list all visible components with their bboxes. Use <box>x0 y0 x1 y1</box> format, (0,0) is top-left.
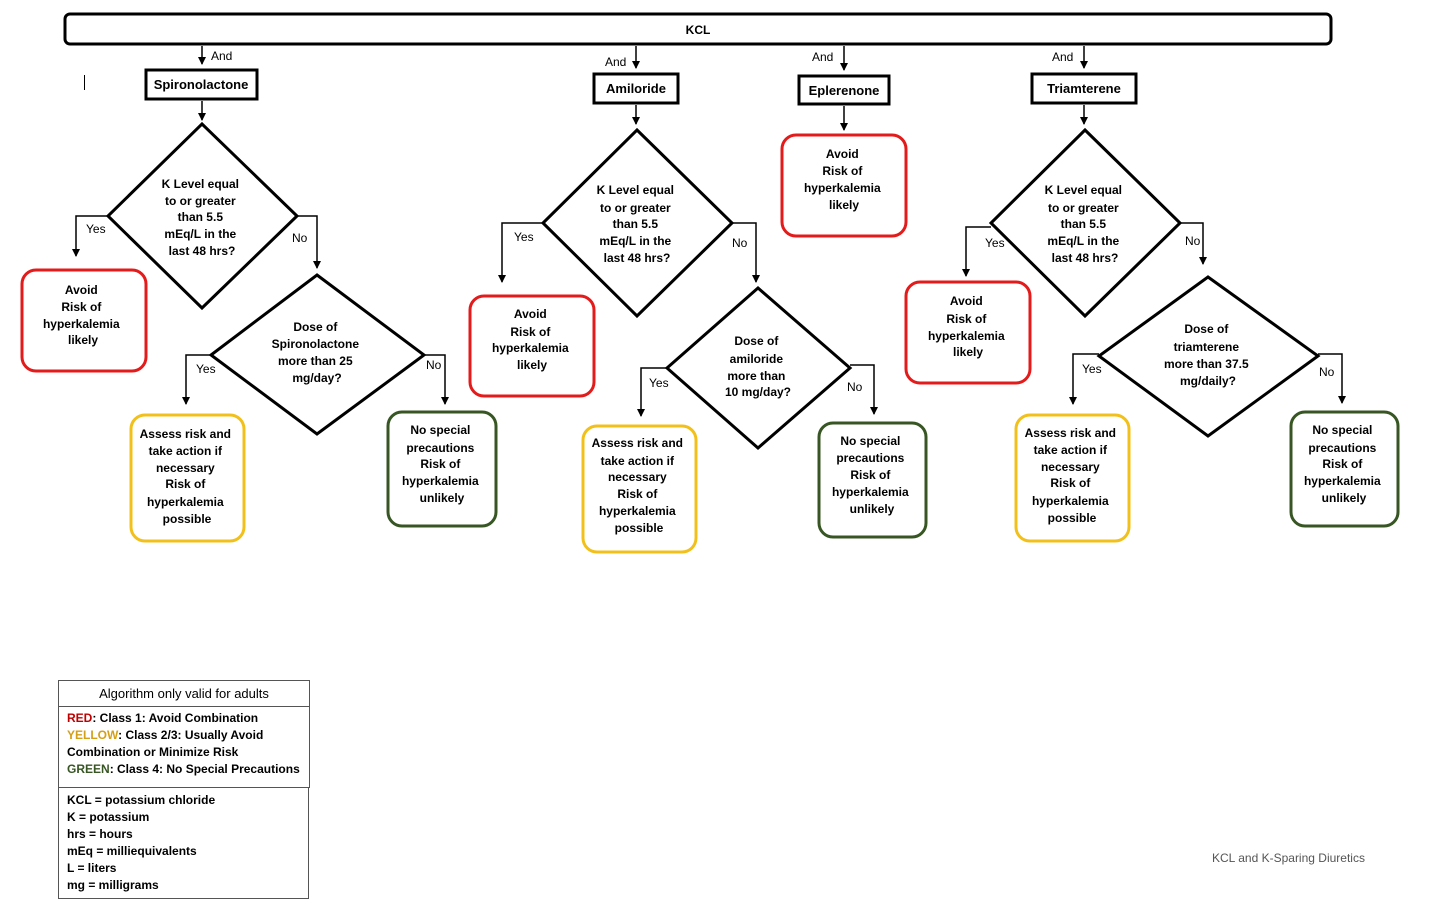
decision-text: Dose of amiloride more than 10 mg/day? <box>725 334 791 399</box>
legend-key-red: RED <box>67 711 93 725</box>
decision-spironolactone-dose: Dose of Spironolactone more than 25 mg/d… <box>208 273 427 436</box>
drug-label: Amiloride <box>606 81 666 96</box>
abbreviation-item: mg = milligrams <box>67 878 159 892</box>
footer-caption: KCL and K-Sparing Diuretics <box>1212 851 1365 865</box>
outcome-avoid-amiloride: Avoid Risk of hyperkalemia likely <box>468 294 596 398</box>
outcome-assess-amiloride: Assess risk and take action if necessary… <box>581 424 698 554</box>
edge-label-no: No <box>426 358 442 372</box>
legend-header: Algorithm only valid for adults <box>58 680 310 707</box>
outcome-text: Avoid Risk of hyperkalemia likely <box>804 147 884 212</box>
outcome-avoid-triamterene: Avoid Risk of hyperkalemia likely <box>904 280 1032 385</box>
legend-text: : Class 4: No Special Precautions <box>109 762 300 776</box>
decision-text: Dose of Spironolactone more than 25 mg/d… <box>272 320 363 385</box>
legend-class-yellow: YELLOW: Class 2/3: Usually Avoid Combina… <box>67 727 301 761</box>
edge-label-yes: Yes <box>649 376 669 390</box>
decision-text: K Level equal to or greater than 5.5 mEq… <box>1045 183 1126 265</box>
abbreviation-item: hrs = hours <box>67 827 133 841</box>
edge-label-and: And <box>211 49 232 63</box>
edge-label-no: No <box>1319 365 1335 379</box>
decision-text: K Level equal to or greater than 5.5 mEq… <box>162 177 243 258</box>
outcome-text: Avoid Risk of hyperkalemia likely <box>492 307 572 372</box>
decision-text: Dose of triamterene more than 37.5 mg/da… <box>1164 322 1252 388</box>
drug-node-spironolactone: Spironolactone <box>144 68 259 101</box>
outcome-text: No special precautions Risk of hyperkale… <box>402 423 482 505</box>
text-cursor <box>84 75 85 90</box>
decision-spironolactone-k-level: K Level equal to or greater than 5.5 mEq… <box>105 121 300 311</box>
decision-triamterene-dose: Dose of triamterene more than 37.5 mg/da… <box>1096 275 1321 438</box>
drug-label: Spironolactone <box>154 77 249 92</box>
outcome-text: No special precautions Risk of hyperkale… <box>832 434 912 516</box>
drug-node-eplerenone: Eplerenone <box>797 74 891 106</box>
abbreviation-item: KCL = potassium chloride <box>67 793 216 807</box>
legend-class-red: RED: Class 1: Avoid Combination <box>67 710 301 727</box>
outcome-text: Avoid Risk of hyperkalemia likely <box>43 283 123 347</box>
outcome-avoid-spironolactone: Avoid Risk of hyperkalemia likely <box>20 268 148 373</box>
outcome-no-special-amiloride: No special precautions Risk of hyperkale… <box>817 421 928 539</box>
outcome-text: No special precautions Risk of hyperkale… <box>1304 423 1384 505</box>
root-label: KCL <box>686 23 711 37</box>
outcome-assess-triamterene: Assess risk and take action if necessary… <box>1014 413 1131 543</box>
edge-label-yes: Yes <box>86 222 106 236</box>
edge-label-no: No <box>292 231 308 245</box>
legend-key-yellow: YELLOW <box>67 728 119 742</box>
root-arrows: And And And And <box>198 46 1088 71</box>
edge-label-yes: Yes <box>514 230 534 244</box>
decision-amiloride-k-level: K Level equal to or greater than 5.5 mEq… <box>540 127 735 319</box>
decision-triamterene-k-level: K Level equal to or greater than 5.5 mEq… <box>988 127 1183 319</box>
edge-label-no: No <box>732 236 748 250</box>
legend-class-green: GREEN: Class 4: No Special Precautions <box>67 761 301 778</box>
outcome-assess-spironolactone: Assess risk and take action if necessary… <box>129 413 246 543</box>
edge-label-and: And <box>1052 50 1073 64</box>
outcome-no-special-triamterene: No special precautions Risk of hyperkale… <box>1289 410 1400 528</box>
edge-label-no: No <box>847 380 863 394</box>
drug-label: Triamterene <box>1047 81 1121 96</box>
legend-abbreviations: KCL = potassium chloride K = potassium h… <box>58 787 309 899</box>
edge-label-and: And <box>812 50 833 64</box>
drug-node-amiloride: Amiloride <box>592 72 680 105</box>
legend-text: : Class 2/3: Usually Avoid Combination o… <box>67 728 264 759</box>
edge-label-yes: Yes <box>196 362 216 376</box>
abbreviation-item: K = potassium <box>67 810 150 824</box>
branch-connectors <box>72 215 1346 417</box>
edge-label-and: And <box>605 55 626 69</box>
drug-label: Eplerenone <box>809 83 880 98</box>
edge-label-yes: Yes <box>1082 362 1102 376</box>
legend-key-green: GREEN <box>67 762 110 776</box>
decision-amiloride-dose: Dose of amiloride more than 10 mg/day? <box>664 286 853 450</box>
abbreviation-item: mEq = milliequivalents <box>67 844 197 858</box>
legend-text: : Class 1: Avoid Combination <box>92 711 259 725</box>
edge-label-yes: Yes <box>985 236 1005 250</box>
drug-arrows <box>198 101 1088 131</box>
outcome-no-special-spironolactone: No special precautions Risk of hyperkale… <box>386 410 498 528</box>
branch-labels: Yes No Yes No Yes No Yes No Yes No Yes N… <box>86 222 1335 394</box>
outcome-text: Assess risk and take action if necessary… <box>1025 426 1120 525</box>
abbreviation-item: L = liters <box>67 861 117 875</box>
drug-node-triamterene: Triamterene <box>1030 72 1138 105</box>
outcome-text: Assess risk and take action if necessary… <box>592 436 687 535</box>
edge-label-no: No <box>1185 234 1201 248</box>
outcome-text: Assess risk and take action if necessary… <box>140 427 235 526</box>
legend-classes: RED: Class 1: Avoid Combination YELLOW: … <box>58 706 310 788</box>
outcome-text: Avoid Risk of hyperkalemia likely <box>928 294 1008 359</box>
root-node-kcl: KCL <box>63 12 1333 46</box>
outcome-avoid-eplerenone: Avoid Risk of hyperkalemia likely <box>780 133 908 238</box>
decision-text: K Level equal to or greater than 5.5 mEq… <box>597 183 678 265</box>
